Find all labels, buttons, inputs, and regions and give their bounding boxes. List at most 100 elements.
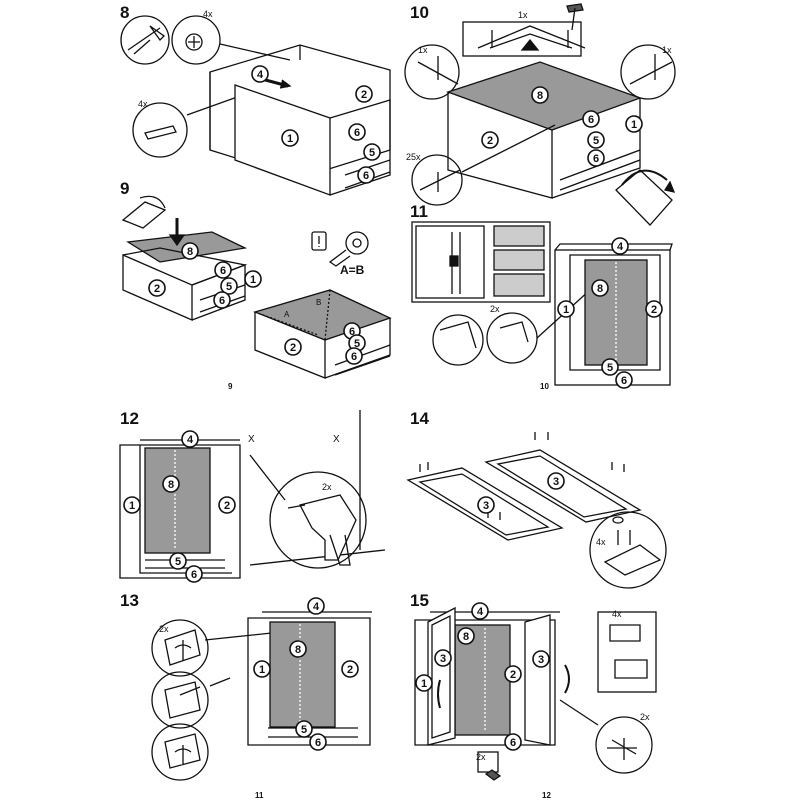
part-labels: 4 2 1 6 5 6 8 2 6 1 5 6 2 6 5 6 8 2 6 5 …: [129, 69, 657, 749]
detail-circle: [404, 44, 460, 100]
part-number: 2: [347, 664, 353, 676]
qty-label: 1x: [662, 45, 672, 55]
quantity-labels: 4x 4x 1x 1x 1x 25x 2x 2x 2x 4x 4x 2x 2x: [138, 9, 672, 762]
drill-mark: X: [333, 434, 340, 445]
detail-circle: [132, 102, 188, 158]
part-number: 3: [483, 500, 489, 512]
part-number: 4: [617, 241, 624, 253]
step-number: 9: [120, 179, 130, 198]
qty-label: 4x: [138, 99, 148, 109]
part-number: 2: [487, 135, 493, 147]
part-number: 6: [349, 326, 355, 338]
detail-circle: [151, 619, 209, 677]
part-number: 1: [259, 664, 265, 676]
part-number: 6: [588, 114, 594, 126]
step-number: 13: [120, 591, 139, 610]
step-number: 10: [410, 3, 429, 22]
page-number: 10: [540, 382, 549, 391]
detail-circle: [171, 15, 221, 65]
hammer-icon: [484, 769, 502, 781]
qty-label: 1x: [518, 10, 528, 20]
measure-labels: A B A=B X X: [248, 263, 365, 445]
part-number: 8: [537, 90, 543, 102]
cabinet-front: [247, 617, 371, 746]
part-number: 1: [129, 500, 135, 512]
qty-label: 2x: [476, 752, 486, 762]
step-number: 15: [410, 591, 429, 610]
cabinet-front: [119, 444, 241, 579]
part-number: 1: [287, 133, 293, 145]
part-circles: [123, 65, 663, 751]
part-number: 5: [593, 135, 599, 147]
part-number: 6: [219, 295, 225, 307]
part-number: 6: [220, 265, 226, 277]
hinge-icon: [603, 544, 662, 576]
hammer-icon: [566, 3, 584, 13]
part-number: 3: [440, 653, 446, 665]
qty-label: 2x: [322, 482, 332, 492]
part-number: 8: [463, 631, 469, 643]
door-open-left: [427, 606, 456, 746]
part-number: 3: [553, 476, 559, 488]
back-panel: [269, 621, 336, 728]
door-panel: [484, 449, 642, 523]
dowel-icon: [144, 125, 177, 140]
handle-icon: [564, 664, 570, 694]
step-10-drawing: [404, 3, 676, 226]
part-number: 3: [538, 654, 544, 666]
qty-label: 4x: [612, 609, 622, 619]
page-number: 9: [228, 382, 233, 391]
qty-label: 4x: [203, 9, 213, 19]
part-number: 8: [597, 283, 603, 295]
wall-anchor-box: [411, 221, 551, 303]
detail-circle: [620, 44, 676, 100]
part-number: 4: [187, 434, 194, 446]
page-number: 11: [255, 791, 264, 800]
part-number: 6: [621, 375, 627, 387]
nail-detail-box: [462, 21, 582, 57]
floor-line: [249, 549, 386, 566]
part-number: 5: [369, 147, 375, 159]
part-number: 2: [651, 304, 657, 316]
cabinet-front: [414, 619, 556, 746]
detail-circle: [151, 671, 209, 729]
hinge-detail-box: [597, 611, 657, 693]
back-panel: [144, 447, 211, 554]
part-number: 8: [168, 479, 174, 491]
part-number: 6: [191, 569, 197, 581]
part-number: 6: [510, 737, 516, 749]
part-number: 2: [510, 669, 516, 681]
part-number: 5: [607, 362, 613, 374]
part-number: 8: [295, 644, 301, 656]
part-number: 6: [593, 153, 599, 165]
part-number: 5: [175, 556, 181, 568]
back-panel-assembled: [253, 289, 392, 341]
measure-equation: A=B: [340, 263, 365, 277]
part-number: 4: [257, 69, 264, 81]
qty-label: 2x: [490, 304, 500, 314]
detail-circle: [595, 716, 653, 774]
part-number: 2: [224, 500, 230, 512]
step-number: 14: [410, 409, 429, 428]
detail-circle: [411, 154, 463, 206]
part-number: 6: [363, 170, 369, 182]
part-number: 6: [354, 127, 360, 139]
part-number: 1: [421, 678, 427, 690]
handle-icon: [437, 679, 441, 709]
drill-icon: [299, 494, 357, 561]
step-11-drawing: [411, 221, 673, 386]
qty-label: 4x: [596, 537, 606, 547]
qty-label: 2x: [159, 624, 169, 634]
part-number: 5: [301, 724, 307, 736]
part-number: 5: [226, 281, 232, 293]
step-14-drawing: [406, 432, 667, 589]
step-8-drawing: [120, 15, 391, 196]
detail-circle: [151, 723, 209, 781]
detail-circle: [486, 312, 538, 364]
measure-b: B: [316, 298, 321, 307]
part-number: 1: [250, 274, 256, 286]
part-number: 8: [187, 246, 193, 258]
part-number: 2: [361, 89, 367, 101]
cam-lock-icon: [185, 33, 203, 51]
